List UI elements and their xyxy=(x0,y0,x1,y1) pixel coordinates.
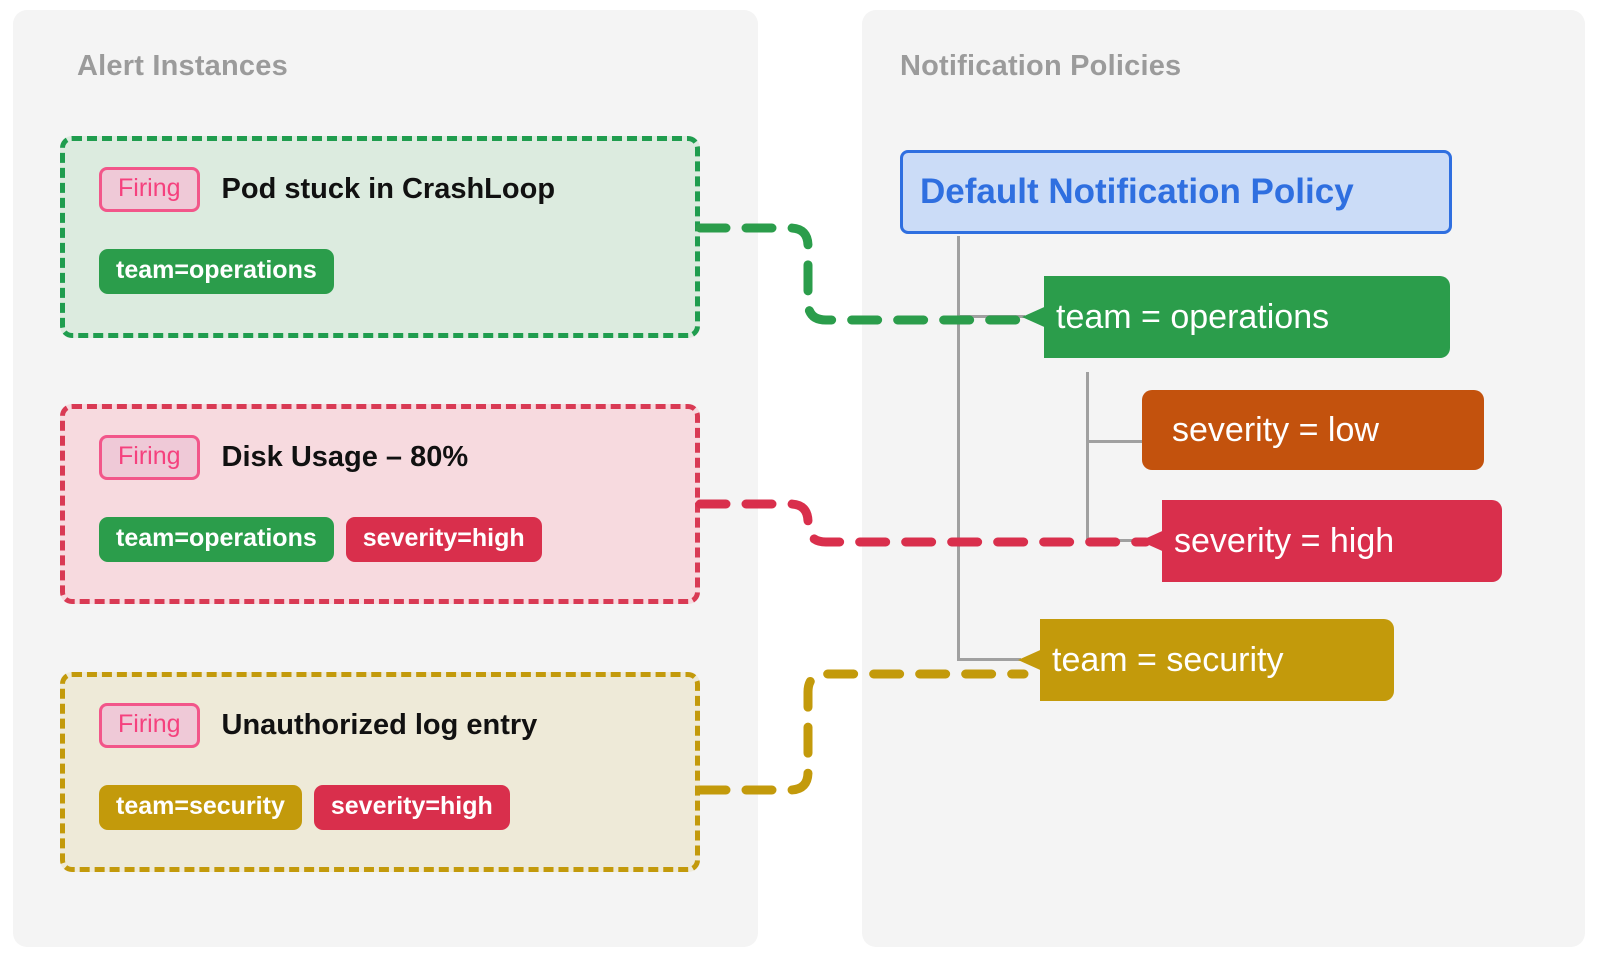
alert-instance-card[interactable]: Firing Disk Usage – 80% team=operations … xyxy=(60,404,700,604)
policy-node-label: team = operations xyxy=(1056,297,1330,336)
connector-pod-crashloop-to-team-operations xyxy=(695,223,1033,325)
policy-node-label: severity = high xyxy=(1174,521,1395,560)
policy-node-label: team = security xyxy=(1052,640,1284,679)
alert-title: Unauthorized log entry xyxy=(221,709,538,741)
alert-label-tag: severity=high xyxy=(313,785,510,830)
tree-stub-team-security xyxy=(957,658,1021,661)
connector-unauthorized-log-to-team-security xyxy=(695,669,1029,795)
status-badge: Firing xyxy=(99,167,200,212)
tree-spine-severity xyxy=(1086,372,1089,542)
policy-node-severity-low[interactable]: severity = low xyxy=(1142,390,1484,470)
policy-node-label: Default Notification Policy xyxy=(920,172,1354,211)
alert-instance-card[interactable]: Firing Unauthorized log entry team=secur… xyxy=(60,672,700,872)
notification-policies-title: Notification Policies xyxy=(900,50,1182,82)
policy-node-team-operations[interactable]: team = operations xyxy=(1022,276,1450,358)
status-badge: Firing xyxy=(99,703,200,748)
policy-node-label: severity = low xyxy=(1172,410,1379,449)
alert-title: Disk Usage – 80% xyxy=(221,441,469,473)
alert-tag-row: team=operations xyxy=(99,249,334,294)
alert-label-tag: team=operations xyxy=(99,249,334,294)
alert-label-tag: severity=high xyxy=(345,517,542,562)
tree-spine-main xyxy=(957,236,960,661)
alert-tag-row: team=security severity=high xyxy=(99,785,510,830)
alert-header-row: Firing Unauthorized log entry xyxy=(99,703,537,748)
connector-disk-usage-to-severity-high xyxy=(695,499,1151,547)
alert-label-tag: team=security xyxy=(99,785,302,830)
alert-label-tag: team=operations xyxy=(99,517,334,562)
alert-instance-card[interactable]: Firing Pod stuck in CrashLoop team=opera… xyxy=(60,136,700,338)
alert-header-row: Firing Disk Usage – 80% xyxy=(99,435,468,480)
tree-stub-severity-low xyxy=(1086,440,1142,443)
alert-tag-row: team=operations severity=high xyxy=(99,517,542,562)
policy-node-team-security[interactable]: team = security xyxy=(1018,619,1394,701)
alert-header-row: Firing Pod stuck in CrashLoop xyxy=(99,167,555,212)
default-notification-policy-node[interactable]: Default Notification Policy xyxy=(900,150,1452,234)
status-badge: Firing xyxy=(99,435,200,480)
alert-instances-title: Alert Instances xyxy=(77,50,288,82)
policy-node-severity-high[interactable]: severity = high xyxy=(1140,500,1502,582)
alert-title: Pod stuck in CrashLoop xyxy=(221,173,556,205)
